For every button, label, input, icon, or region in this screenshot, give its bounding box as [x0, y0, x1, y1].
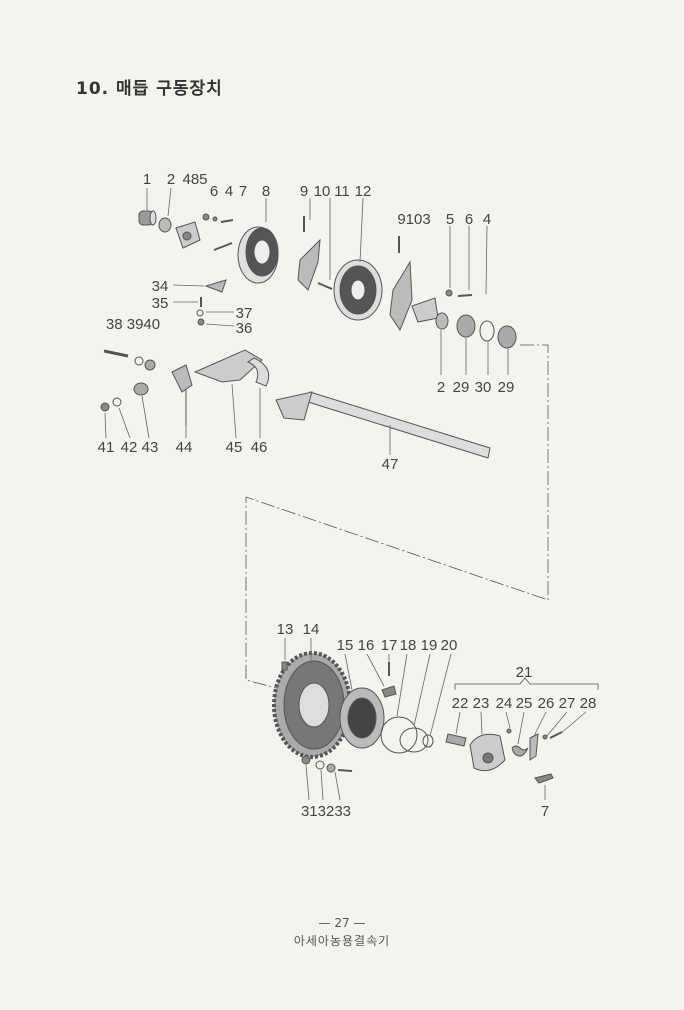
page-number: — 27 —	[318, 916, 366, 930]
part-7-bolt	[534, 773, 554, 784]
part-number-label: 6	[210, 183, 218, 200]
part-36-nut	[197, 318, 205, 326]
part-28-pin	[549, 731, 563, 739]
part-number-label: 42	[121, 439, 138, 456]
part-29-bearing-a	[456, 314, 476, 338]
part-number-label: 44	[176, 439, 193, 456]
part-20-washer	[422, 734, 434, 748]
part-18-ring	[380, 716, 418, 754]
part-15-clutch	[339, 687, 385, 749]
part-number-label: 9	[300, 183, 308, 200]
part-number-label: 20	[441, 637, 458, 654]
part-number-label: 27	[559, 695, 576, 712]
part-number-label: 13	[277, 621, 294, 638]
part-11-pin	[317, 282, 333, 290]
part-number-label: 12	[355, 183, 372, 200]
part-number-label: 5	[446, 211, 454, 228]
part-number-label: 36	[236, 320, 253, 337]
part-2-ring	[158, 217, 172, 233]
part-number-label: 2	[437, 379, 445, 396]
part-48-flange	[175, 221, 201, 249]
part-number-label: 26	[538, 695, 555, 712]
part-12-gear-disc	[333, 259, 383, 321]
part-number-label: 6	[465, 211, 473, 228]
part-42-washer	[112, 397, 122, 407]
part-number-label: 18	[400, 637, 417, 654]
part-number-label: 313233	[301, 803, 351, 820]
part-33-bolt	[337, 769, 353, 772]
part-number-label: 8	[262, 183, 270, 200]
part-number-label: 41	[98, 439, 115, 456]
part-24-ball	[506, 728, 512, 734]
part-number-label: 2	[167, 171, 175, 188]
part-26-lever	[529, 733, 539, 761]
part-number-label: 9103	[397, 211, 430, 228]
part-number-label: 25	[516, 695, 533, 712]
part-23-housing	[469, 733, 506, 772]
part-number-label: 38 3940	[106, 316, 160, 333]
part-number-label: 35	[152, 295, 169, 312]
part-44-bracket	[171, 364, 193, 393]
part-38-bolt	[103, 349, 129, 358]
part-19-ring	[399, 727, 429, 753]
part-number-label: 47	[382, 456, 399, 473]
part-34-plate	[204, 279, 227, 293]
part-8-cam-disc	[237, 226, 279, 284]
part-number-label: 4	[225, 183, 233, 200]
part-number-label: 45	[226, 439, 243, 456]
part-number-label: 14	[303, 621, 320, 638]
part-4-bolt	[220, 219, 234, 223]
part-number-label: 29	[498, 379, 515, 396]
part-29-bearing-b	[497, 325, 517, 349]
part-number-label: 17	[381, 637, 398, 654]
part-10-lever	[297, 216, 321, 291]
part-7-pin	[213, 242, 233, 251]
part-46-band	[246, 357, 270, 387]
part-43-spring	[133, 382, 149, 396]
part-number-label: 46	[251, 439, 268, 456]
part-number-label: 15	[337, 637, 354, 654]
part-2-bushing	[435, 312, 449, 330]
book-title: 아세아농용결속기	[293, 934, 391, 948]
part-number-label: 11	[334, 183, 350, 200]
part-number-label: 28	[580, 695, 597, 712]
part-32-washer	[315, 760, 325, 770]
part-22-pin	[445, 733, 467, 747]
part-30-ring	[479, 320, 495, 342]
part-25-spring	[511, 745, 529, 757]
part-number-label: 22	[452, 695, 469, 712]
part-45-arm	[193, 349, 263, 383]
part-number-label: 485	[182, 171, 207, 188]
part-number-label: 4	[483, 211, 491, 228]
part-number-label: 10	[314, 183, 331, 200]
part-number-label: 37	[236, 305, 253, 322]
part-number-label: 34	[152, 278, 169, 295]
part-number-label: 7	[239, 183, 247, 200]
part-number-label: 19	[421, 637, 438, 654]
part-number-label: 21	[516, 664, 533, 681]
part-3-lever	[389, 236, 439, 332]
part-number-label: 29	[453, 379, 470, 396]
page-title: 10. 매듭 구동장치	[76, 79, 223, 99]
part-16-pawl	[381, 685, 397, 698]
part-37-washer	[196, 309, 204, 317]
part-31-nut	[301, 755, 311, 765]
part-number-label: 1	[143, 171, 151, 188]
part-6-washer	[202, 213, 210, 221]
part-13-key	[281, 661, 288, 671]
part-21-group-bracket	[454, 677, 599, 690]
part-47-shaft	[275, 391, 491, 459]
part-number-label: 16	[358, 637, 375, 654]
part-number-label: 24	[496, 695, 513, 712]
part-number-label: 7	[541, 803, 549, 820]
part-1-bushing	[138, 210, 157, 226]
part-41-nut	[100, 402, 110, 412]
part-number-label: 30	[475, 379, 492, 396]
part-number-label: 23	[473, 695, 490, 712]
part-number-label: 43	[142, 439, 159, 456]
